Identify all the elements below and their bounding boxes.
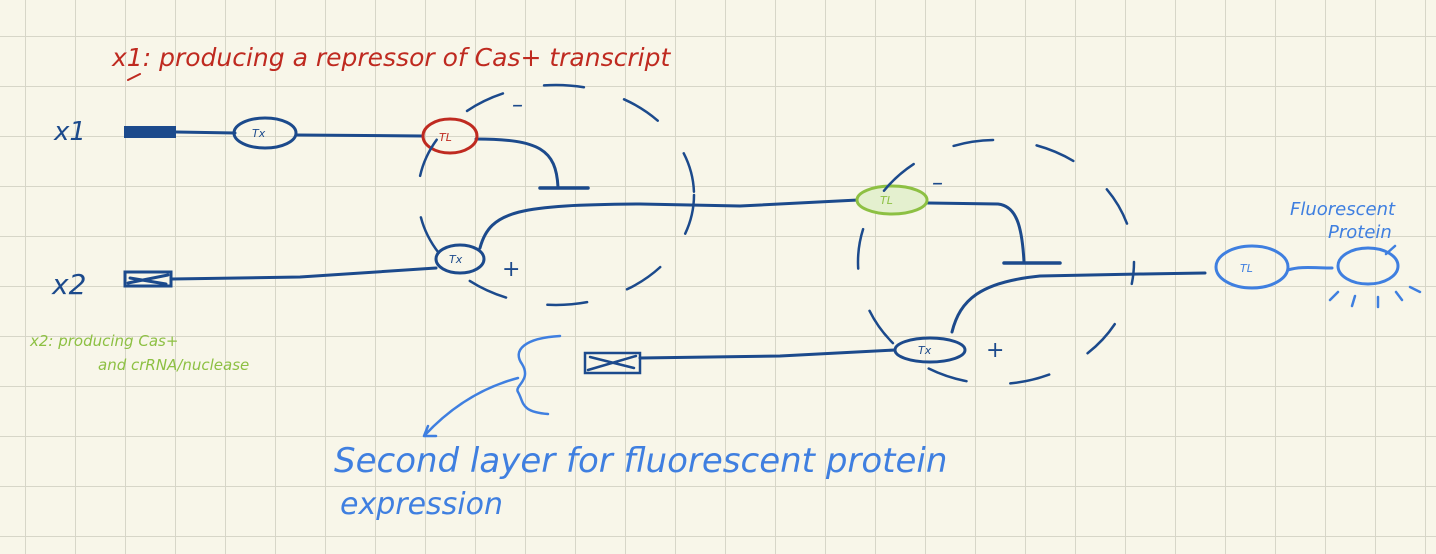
bottom-annotation-line2: expression [340,487,503,522]
tx3-label: Tx [918,344,932,357]
tx3-to-output-wire [950,271,1207,334]
tx2-to-tl2-wire [478,198,860,250]
layer1-dashed-loop [416,83,696,307]
x2-wire [170,266,438,281]
callout-arrow-icon [422,376,520,438]
tl-output-label: TL [1240,262,1253,275]
output-protein-wire [1286,266,1334,272]
tl2-node: TL [855,184,929,216]
tl1-node: TL [421,117,479,155]
x2-promoter-icon [123,270,173,288]
x2-annotation-line1: x2: producing Cas+ [29,332,178,350]
tl-output-node: TL [1214,244,1290,290]
x1-input-label: x1 [53,117,86,147]
layer1-activate-sign: + [502,257,520,282]
tx1-node: Tx [232,116,298,150]
x1-wire [174,130,560,189]
layer1-repress-sign: – [512,93,523,118]
x1-annotation: x1: producing a repressor of Cas+ transc… [111,43,671,81]
protein-blob-icon [1328,244,1422,309]
tx2-node: Tx [434,243,486,275]
tl2-repress-wire [926,201,1026,264]
layer2-repress-sign: – [932,171,943,196]
reporter-label-line1: Fluorescent [1290,199,1396,220]
x1-annotation-tick [127,73,141,81]
layer2-promoter-icon [583,351,642,375]
x1-promoter-icon [124,126,176,138]
tl1-label: TL [439,131,452,144]
layer2-promoter-wire [638,348,897,360]
x2-input-label: x2 [51,268,86,301]
x2-annotation-line2: and crRNA/nuclease [98,356,249,374]
tx2-label: Tx [449,253,463,266]
reporter-label-line2: Protein [1328,222,1392,243]
layer2-dashed-loop [856,138,1136,386]
tx3-node: Tx [893,336,967,364]
layer2-activate-sign: + [986,338,1004,363]
tx1-label: Tx [252,127,266,140]
x1-annotation-text: x1: producing a repressor of Cas+ transc… [111,43,671,72]
tl2-label: TL [880,194,893,207]
curly-brace-icon [516,334,562,416]
bottom-annotation-line1: Second layer for fluorescent protein [334,441,947,481]
